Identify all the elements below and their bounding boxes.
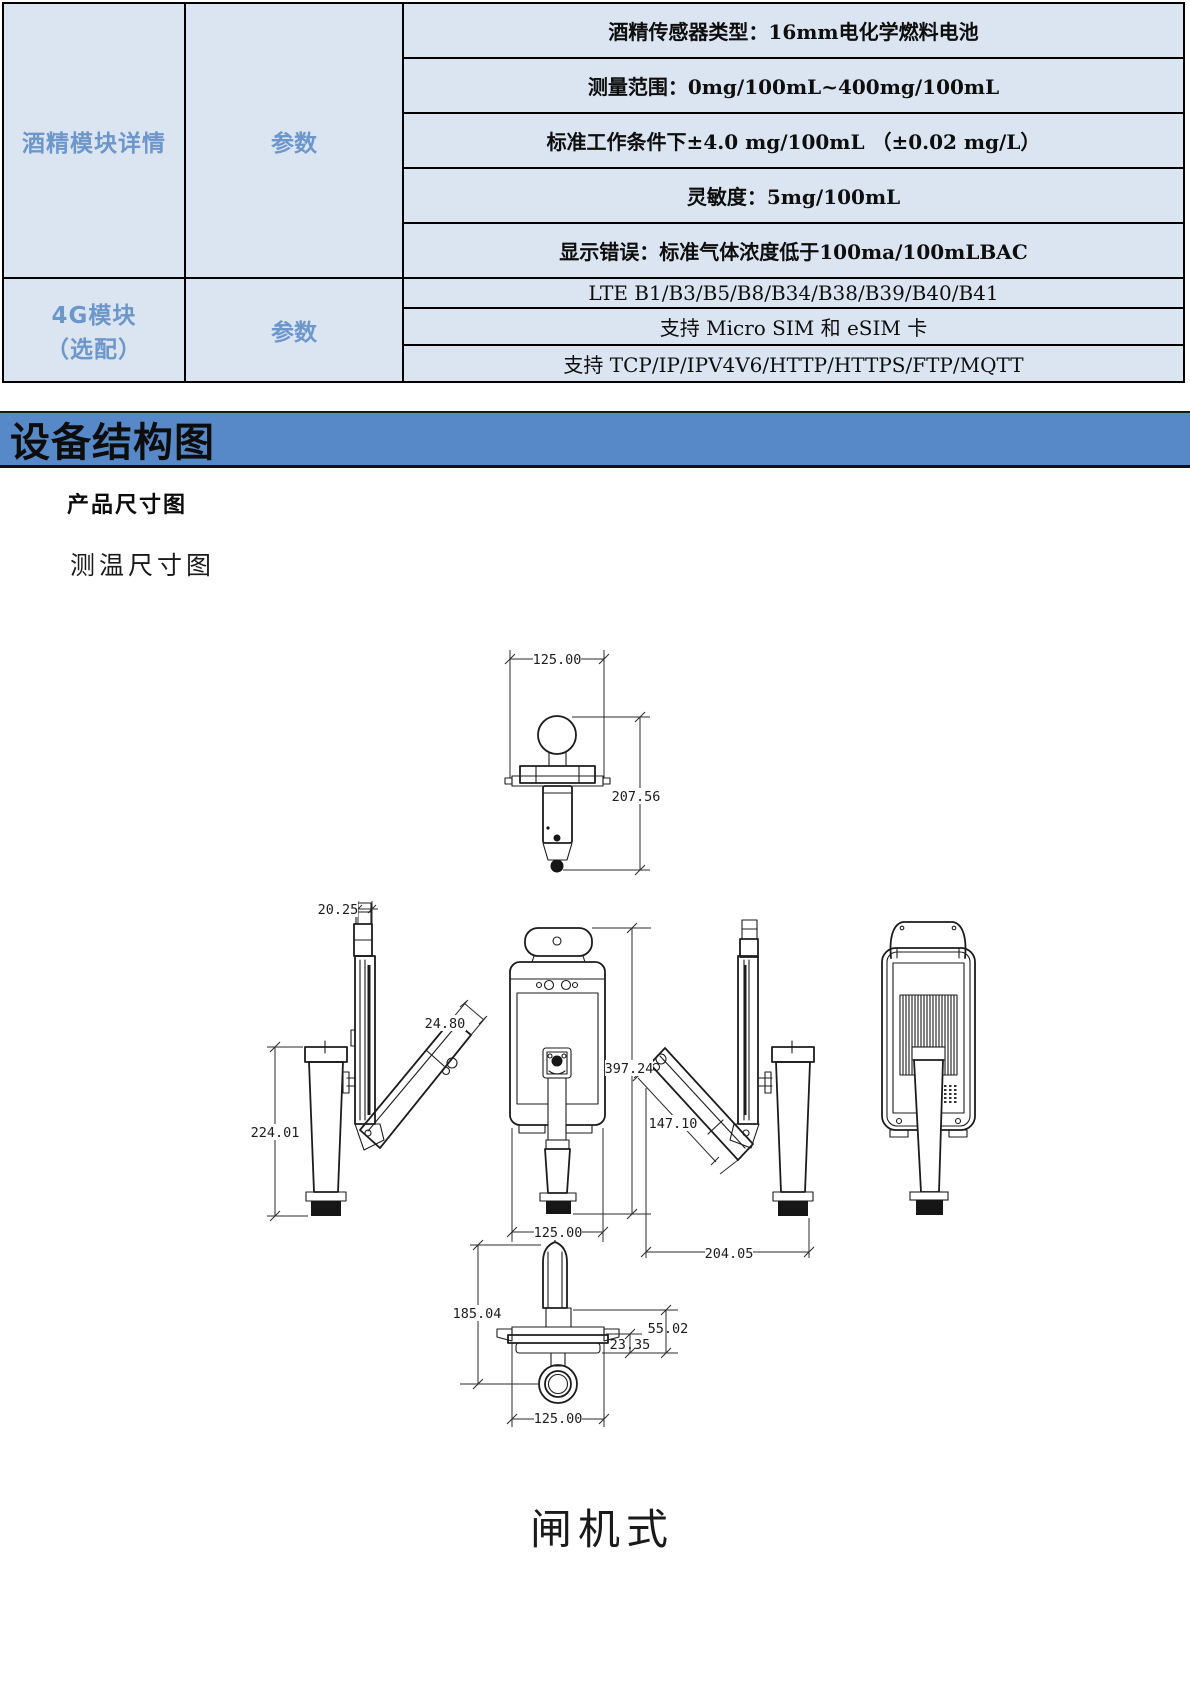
spec-table: 酒精模块详情 参数 酒精传感器类型：16mm电化学燃料电池 测量范围：0mg/1… bbox=[2, 2, 1185, 383]
dim-label-side-depth: 204.05 bbox=[705, 1246, 754, 1262]
dim-label-bracket-drop: 55.02 bbox=[648, 1321, 689, 1337]
4g-param-header: 参数 bbox=[186, 279, 404, 381]
table-row: 酒精传感器类型：16mm电化学燃料电池 bbox=[404, 4, 1183, 59]
view-bottom bbox=[496, 1235, 620, 1404]
section-banner: 设备结构图 bbox=[0, 411, 1190, 468]
alcohol-module-label-text: 酒精模块详情 bbox=[22, 130, 166, 157]
view-top bbox=[504, 715, 611, 873]
view-side-left bbox=[304, 902, 472, 1216]
table-row: 灵敏度：5mg/100mL bbox=[404, 169, 1183, 224]
subheading-temp-dimensions: 测温尺寸图 bbox=[70, 551, 216, 580]
table-row: LTE B1/B3/B5/B8/B34/B38/B39/B40/B41 bbox=[404, 279, 1183, 309]
table-row: 测量范围：0mg/100mL~400mg/100mL bbox=[404, 59, 1183, 114]
view-side-right bbox=[649, 919, 815, 1216]
subheading-product-dimensions: 产品尺寸图 bbox=[67, 493, 188, 518]
dimension-labels: 125.00 207.56 20.25 24.80 224.01 397.24 … bbox=[251, 651, 754, 1427]
table-row: 标准工作条件下±4.0 mg/100mL （±0.02 mg/L） bbox=[404, 114, 1183, 169]
4g-module-label-line2: （选配） bbox=[46, 337, 142, 363]
alcohol-param-header: 参数 bbox=[186, 4, 404, 277]
4g-param-text: 参数 bbox=[271, 320, 317, 346]
dim-label-stand-height: 224.01 bbox=[251, 1125, 300, 1141]
dim-label-device-width: 125.00 bbox=[534, 1225, 583, 1241]
dim-label-panel-thickness: 20.25 bbox=[318, 902, 359, 918]
device-dimension-drawing: 125.00 207.56 20.25 24.80 224.01 397.24 … bbox=[251, 650, 976, 1427]
dim-label-bottom-height: 185.04 bbox=[453, 1306, 502, 1322]
dim-label-top-height: 207.56 bbox=[612, 789, 661, 805]
view-back bbox=[881, 921, 976, 1215]
view-front bbox=[509, 927, 606, 1214]
dim-label-arm-length: 147.10 bbox=[649, 1116, 698, 1132]
dim-label-top-width: 125.00 bbox=[533, 652, 582, 668]
dim-label-device-height: 397.24 bbox=[605, 1061, 654, 1077]
dim-label-bracket-inner: 23.35 bbox=[610, 1337, 651, 1353]
speaker-grille bbox=[944, 1085, 957, 1103]
table-row: 支持 Micro SIM 和 eSIM 卡 bbox=[404, 309, 1183, 346]
table-row: 显示错误：标准气体浓度低于100ma/100mLBAC bbox=[559, 240, 1028, 264]
drawing-caption: 闸机式 bbox=[530, 1505, 675, 1554]
table-row: 支持 TCP/IP/IPV4V6/HTTP/HTTPS/FTP/MQTT bbox=[563, 353, 1024, 377]
dim-label-arm-width: 24.80 bbox=[425, 1016, 466, 1032]
alcohol-module-label: 酒精模块详情 bbox=[4, 4, 186, 277]
4g-values-column: LTE B1/B3/B5/B8/B34/B38/B39/B40/B41 支持 M… bbox=[404, 279, 1183, 381]
4g-module-label: 4G模块 （选配） bbox=[4, 279, 186, 381]
alcohol-values-column: 酒精传感器类型：16mm电化学燃料电池 测量范围：0mg/100mL~400mg… bbox=[404, 4, 1183, 277]
4g-module-label-line1: 4G模块 bbox=[51, 303, 137, 329]
dim-label-bottom-width: 125.00 bbox=[534, 1411, 583, 1427]
table-section-4g: 4G模块 （选配） 参数 LTE B1/B3/B5/B8/B34/B38/B39… bbox=[4, 277, 1183, 381]
section-banner-title: 设备结构图 bbox=[10, 420, 215, 466]
alcohol-param-text: 参数 bbox=[271, 130, 317, 157]
table-section-alcohol: 酒精模块详情 参数 酒精传感器类型：16mm电化学燃料电池 测量范围：0mg/1… bbox=[4, 4, 1183, 277]
